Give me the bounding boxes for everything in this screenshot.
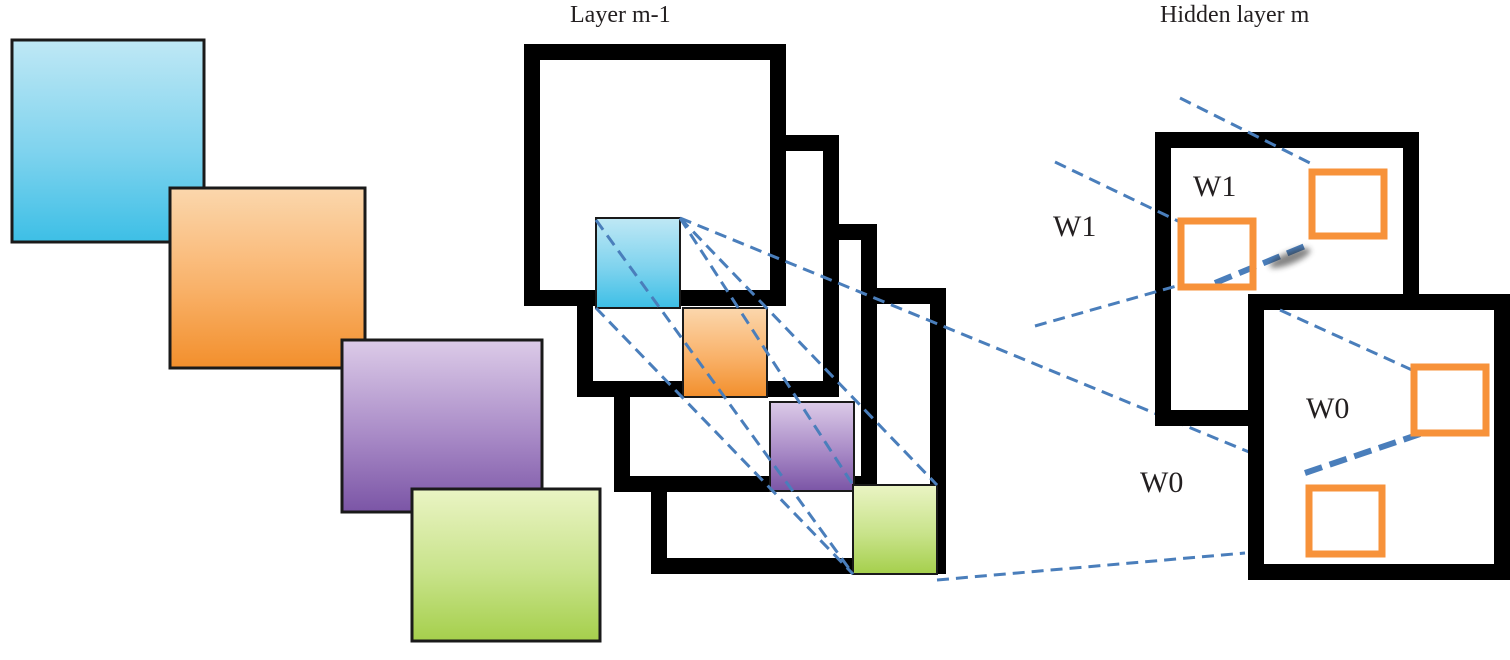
- kernel-outlines: [1177, 168, 1490, 558]
- patch-connectors: [594, 216, 1306, 582]
- hidden-layer-label: Hidden layer m: [1160, 2, 1310, 28]
- w1-outer-label: W1: [1053, 210, 1096, 243]
- patch-green: [853, 485, 937, 574]
- kernel-w0-b: [1305, 484, 1386, 558]
- connector-bottom-to-hidden: [936, 551, 1246, 582]
- input-channel-green-border: [410, 487, 602, 643]
- patch-green-border: [852, 484, 938, 575]
- input-channel-orange-border: [168, 186, 367, 370]
- kernel-w1-a: [1308, 168, 1388, 240]
- kernel-w1-b: [1177, 217, 1257, 291]
- connector-diag-right: [678, 216, 939, 487]
- connector-diag-mid: [594, 306, 855, 576]
- patch-purple: [770, 402, 854, 491]
- w0-inner-label: W0: [1306, 392, 1349, 425]
- w1-inner-label: W1: [1193, 170, 1236, 203]
- connector-w0-top: [1279, 308, 1413, 372]
- input-channel-cyan-border: [10, 38, 206, 244]
- hidden-layer-maps: [1155, 132, 1510, 580]
- w1-link-shadow: [1269, 248, 1311, 268]
- hidden-connectors: [1034, 96, 1421, 476]
- connector-diag-left: [594, 219, 855, 575]
- input-channel-green: [412, 489, 600, 641]
- kernel-w0-a: [1410, 363, 1490, 437]
- connector-w0-kernel-link: [1304, 431, 1421, 476]
- connector-diag-center: [678, 217, 855, 486]
- patch-purple-border: [769, 401, 855, 492]
- receptive-field-patches: [595, 217, 938, 575]
- input-channels: [10, 38, 602, 643]
- connector-w1-left-bottom: [1034, 283, 1181, 328]
- input-channel-orange: [170, 188, 365, 368]
- patch-orange: [683, 308, 767, 397]
- layer-prev-label: Layer m-1: [570, 2, 671, 28]
- connector-w1-left-top: [1054, 160, 1181, 224]
- input-channel-purple: [342, 340, 542, 512]
- connector-w1-top: [1179, 96, 1313, 166]
- patch-cyan-border: [595, 217, 681, 309]
- patch-cyan: [596, 218, 680, 308]
- w0-outer-label: W0: [1140, 466, 1183, 499]
